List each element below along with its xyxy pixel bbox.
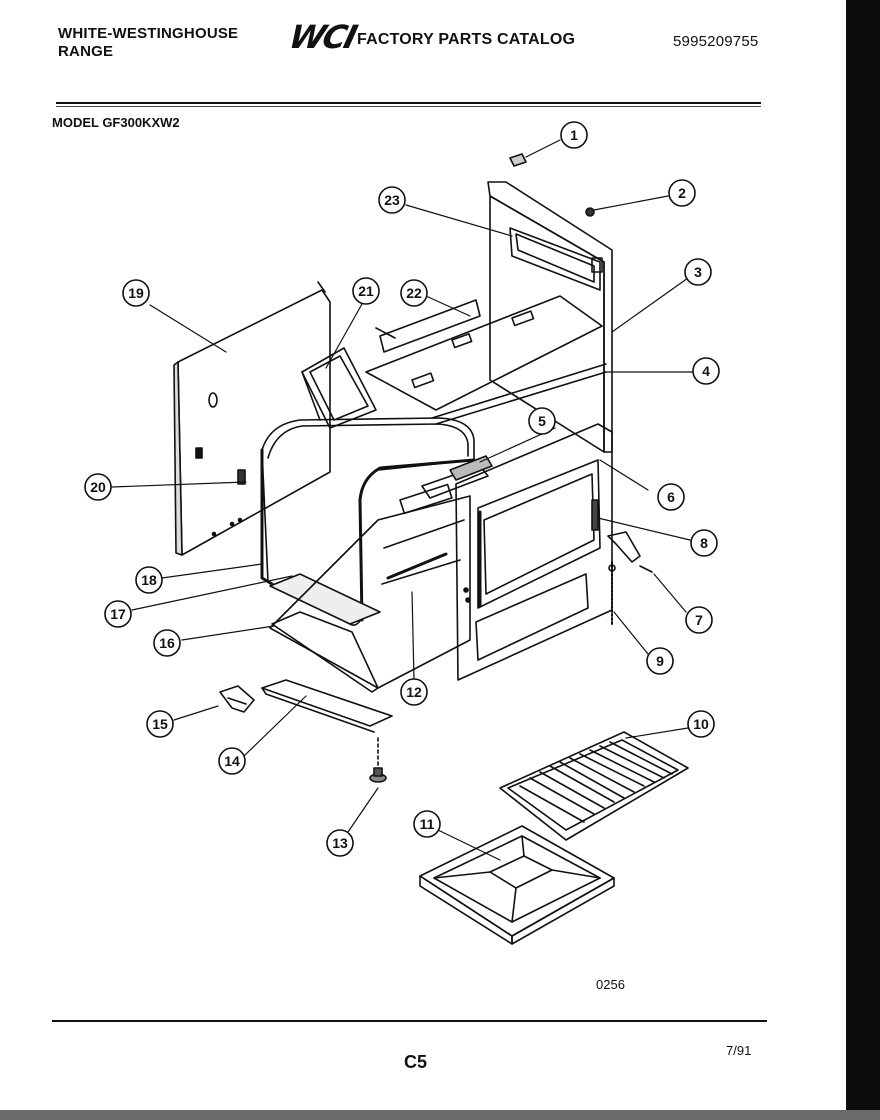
- callout-21: 21: [358, 283, 374, 299]
- part-22-top-bracket: [365, 295, 603, 411]
- part-2-screw: [585, 207, 595, 217]
- callout-23: 23: [384, 192, 400, 208]
- callout-9: 9: [656, 653, 664, 669]
- part-8-hinge-assembly: [591, 499, 653, 625]
- header-rule: [56, 102, 761, 104]
- callout-16: 16: [159, 635, 175, 651]
- callout-1: 1: [570, 127, 578, 143]
- callout-5: 5: [538, 413, 546, 429]
- figure-code: 0256: [596, 977, 625, 992]
- part-15-bracket: [219, 685, 255, 713]
- leader-lines: [111, 139, 691, 861]
- callout-8: 8: [700, 535, 708, 551]
- part-11-broiler-pan: [419, 825, 615, 945]
- part-17-oven-liner: [260, 417, 476, 626]
- model-number: MODEL GF300KXW2: [52, 115, 180, 130]
- part-4-rail: [431, 363, 701, 425]
- part-21-vent-duct: [301, 347, 377, 429]
- callout-numbers: 1 2 3 4 5 6 7 8 9 10 11 12 13 14 15 16 1…: [90, 127, 710, 851]
- scan-edge-right: [846, 0, 880, 1120]
- callout-18: 18: [141, 572, 157, 588]
- part-13-leveling-leg: [369, 737, 387, 783]
- footer-rule: [52, 1020, 767, 1022]
- brand-name: WHITE-WESTINGHOUSE: [58, 25, 239, 42]
- callout-4: 4: [702, 363, 710, 379]
- catalog-part-number: 5995209755: [673, 33, 759, 50]
- part-14-kick-panel: [261, 679, 393, 733]
- callout-2: 2: [678, 185, 686, 201]
- callout-12: 12: [406, 684, 422, 700]
- callout-7: 7: [695, 612, 703, 628]
- callout-10: 10: [693, 716, 709, 732]
- callout-20: 20: [90, 479, 106, 495]
- callout-13: 13: [332, 835, 348, 851]
- callout-22: 22: [406, 285, 422, 301]
- part-10-oven-rack: [499, 731, 689, 841]
- product-type: RANGE: [58, 43, 114, 60]
- callout-14: 14: [224, 753, 240, 769]
- catalog-title: FACTORY PARTS CATALOG: [357, 31, 576, 48]
- page-code: C5: [404, 1052, 428, 1072]
- part-3-back-panel: [487, 181, 613, 453]
- callout-circles: [84, 121, 720, 857]
- scan-edge-bottom: [0, 1110, 880, 1120]
- header-rule-thin: [56, 106, 761, 107]
- part-16-bottom-pan: [271, 611, 379, 693]
- part-12-frame: [269, 455, 493, 689]
- callout-17: 17: [110, 606, 126, 622]
- part-1-clip: [509, 153, 527, 167]
- callout-15: 15: [152, 716, 168, 732]
- part-19-side-panel: [173, 281, 331, 556]
- revision-date: 7/91: [726, 1043, 752, 1058]
- callout-6: 6: [667, 489, 675, 505]
- callout-19: 19: [128, 285, 144, 301]
- callout-11: 11: [420, 816, 435, 832]
- callout-3: 3: [694, 264, 702, 280]
